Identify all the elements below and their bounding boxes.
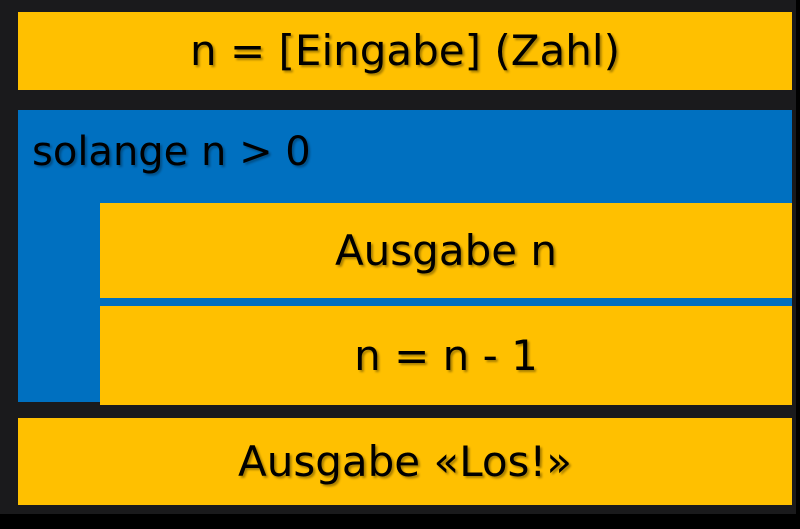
loop-condition-text: solange n > 0 (32, 129, 311, 175)
statement-block-output[interactable]: Ausgabe «Los!» (18, 418, 792, 505)
statement-label-output: Ausgabe «Los!» (238, 436, 572, 486)
statement-label-loop-body-1: Ausgabe n (334, 225, 558, 275)
statement-block-input[interactable]: n = [Eingabe] (Zahl) (18, 12, 792, 90)
statement-label-input: n = [Eingabe] (Zahl) (190, 26, 620, 75)
statement-label-loop-body-2: n = n - 1 (354, 330, 538, 380)
statement-block-loop-body-1[interactable]: Ausgabe n (100, 203, 792, 298)
loop-condition-label: solange n > 0 (32, 110, 632, 194)
statement-block-loop-body-2[interactable]: n = n - 1 (100, 306, 792, 405)
